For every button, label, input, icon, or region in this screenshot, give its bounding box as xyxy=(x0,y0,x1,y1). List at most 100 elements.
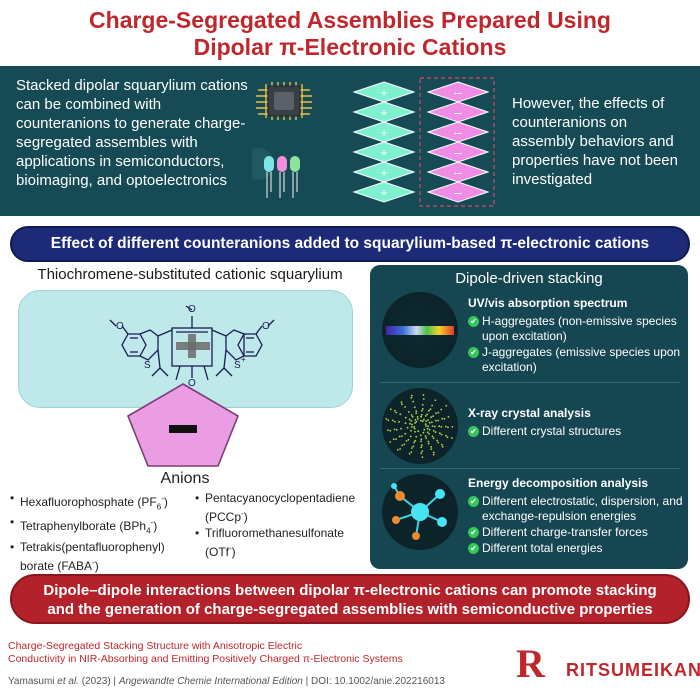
crystal-dot xyxy=(419,434,422,437)
energy-item-text: Different charge-transfer forces xyxy=(482,525,648,539)
anion-label: Hexafluorophosphate (PF xyxy=(20,495,157,509)
crystal-dot xyxy=(415,410,418,412)
atom-o-left: O xyxy=(116,321,124,332)
anion-label: Tetrakis(pentafluorophenyl) borate (FABA xyxy=(20,539,165,573)
crystal-dot xyxy=(389,408,392,411)
paper-reference: Charge-Segregated Stacking Structure wit… xyxy=(8,640,488,666)
crystal-dot xyxy=(395,438,397,440)
cation-sign: + xyxy=(380,105,388,120)
anion-charge: - xyxy=(229,544,232,553)
energy-section: Energy decomposition analysis ✔Different… xyxy=(468,476,688,557)
anion-tail: ) xyxy=(243,510,248,524)
anion-sign: – xyxy=(454,85,462,100)
crystal-dot xyxy=(441,443,443,446)
anion-right-item-1: Trifluoromethanesulfonate (OTf-) xyxy=(195,526,370,560)
crystal-dot xyxy=(393,420,396,423)
crystal-dot xyxy=(415,412,418,414)
crystal-dot xyxy=(429,408,432,411)
crystal-dot xyxy=(424,435,427,438)
uv-vis-section: UV/vis absorption spectrum ✔H-aggregates… xyxy=(468,296,688,376)
crystal-dot xyxy=(407,438,410,441)
crystal-dot xyxy=(428,433,430,435)
crystal-dot xyxy=(433,425,436,428)
citation-line: Yamasumi et al. (2023) | Angewandte Chem… xyxy=(8,676,445,687)
crystal-dot xyxy=(421,420,424,423)
uv-vis-heading: UV/vis absorption spectrum xyxy=(468,296,628,310)
network-circle-icon xyxy=(382,474,458,550)
crystal-dot xyxy=(421,409,423,412)
crystal-dot xyxy=(414,419,417,421)
crystal-dot xyxy=(438,432,441,435)
anion-left-item-1: Tetraphenylborate (BPh4-) xyxy=(10,515,200,538)
check-icon: ✔ xyxy=(468,316,479,327)
stack-diagram: ++++++ –––––– xyxy=(352,77,495,207)
crystal-dot xyxy=(440,426,443,428)
crystal-dot xyxy=(416,418,419,420)
crystal-dot xyxy=(445,434,447,437)
crystal-dot xyxy=(410,429,412,432)
xray-item-text: Different crystal structures xyxy=(482,424,622,438)
conclusion-line-2: and the generation of charge-segregated … xyxy=(47,601,653,618)
crystal-dot xyxy=(404,416,407,419)
citation-doi: DOI: 10.1002/anie.202216013 xyxy=(310,676,445,687)
crystal-dot xyxy=(412,400,415,403)
crystal-dot xyxy=(421,404,424,406)
logo-letter: R xyxy=(516,641,545,686)
crystal-dot xyxy=(394,409,396,412)
crystal-dot xyxy=(420,446,423,449)
crystal-dot xyxy=(425,420,427,422)
crystal-dot xyxy=(401,403,403,406)
energy-heading: Energy decomposition analysis xyxy=(468,476,649,490)
anions-title: Anions xyxy=(160,470,210,487)
uv-item-text: J-aggregates (emissive species upon exci… xyxy=(482,345,681,374)
anion-left-item-0: Hexafluorophosphate (PF6-) xyxy=(10,491,200,514)
crystal-dot xyxy=(432,437,435,440)
xray-item-0: ✔Different crystal structures xyxy=(468,424,688,439)
crystal-dot xyxy=(401,444,404,447)
crystal-dot xyxy=(432,453,435,456)
crystal-dot xyxy=(445,404,448,407)
citation-journal: Angewandte Chemie International Edition xyxy=(118,676,303,687)
crystal-dot xyxy=(411,415,414,418)
crystal-dot xyxy=(387,419,390,422)
check-icon: ✔ xyxy=(468,543,479,554)
crystal-dot xyxy=(436,439,439,442)
microchip-icon xyxy=(256,82,312,120)
crystal-dot xyxy=(403,443,406,446)
crystal-dot xyxy=(391,419,394,422)
crystal-dot xyxy=(411,426,413,428)
crystal-dot xyxy=(408,418,411,421)
crystal-dot xyxy=(399,448,401,450)
crystal-dot xyxy=(421,408,424,410)
atom-o-top: O xyxy=(188,304,196,315)
crystal-dot xyxy=(398,435,401,438)
conclusion-line-1: Dipole–dipole interactions between dipol… xyxy=(43,582,657,599)
crystal-dot xyxy=(422,394,425,396)
anion-sub: 4 xyxy=(146,526,151,536)
crystal-dot xyxy=(437,441,440,444)
crystal-dot xyxy=(420,438,423,441)
spectrum-circle-icon xyxy=(382,292,458,368)
dipole-plus-vbar xyxy=(188,334,196,358)
crystal-dot xyxy=(426,427,429,430)
crystal-dot xyxy=(421,456,424,458)
footer xyxy=(0,630,700,700)
check-icon: ✔ xyxy=(468,426,479,437)
uv-item-0: ✔H-aggregates (non-emissive species upon… xyxy=(468,314,688,344)
infographic-title: Charge-Segregated Assemblies Prepared Us… xyxy=(0,0,700,66)
anion-pentagon xyxy=(127,383,239,467)
anion-charge: - xyxy=(92,557,95,567)
crystal-dot xyxy=(424,415,427,417)
crystal-dot xyxy=(405,440,408,442)
anion-tail: ) xyxy=(94,558,99,573)
crystal-dot xyxy=(438,425,441,428)
crystal-dot xyxy=(446,436,449,439)
anion-charge: - xyxy=(241,509,244,518)
crystal-dot xyxy=(398,421,400,423)
crystal-dot xyxy=(408,452,411,455)
crystal-dot xyxy=(410,451,413,453)
crystal-dot xyxy=(432,430,435,432)
crystal-dot xyxy=(400,401,403,403)
crystal-dot xyxy=(443,417,446,420)
paper-title-line-1: Charge-Segregated Stacking Structure wit… xyxy=(8,640,303,652)
